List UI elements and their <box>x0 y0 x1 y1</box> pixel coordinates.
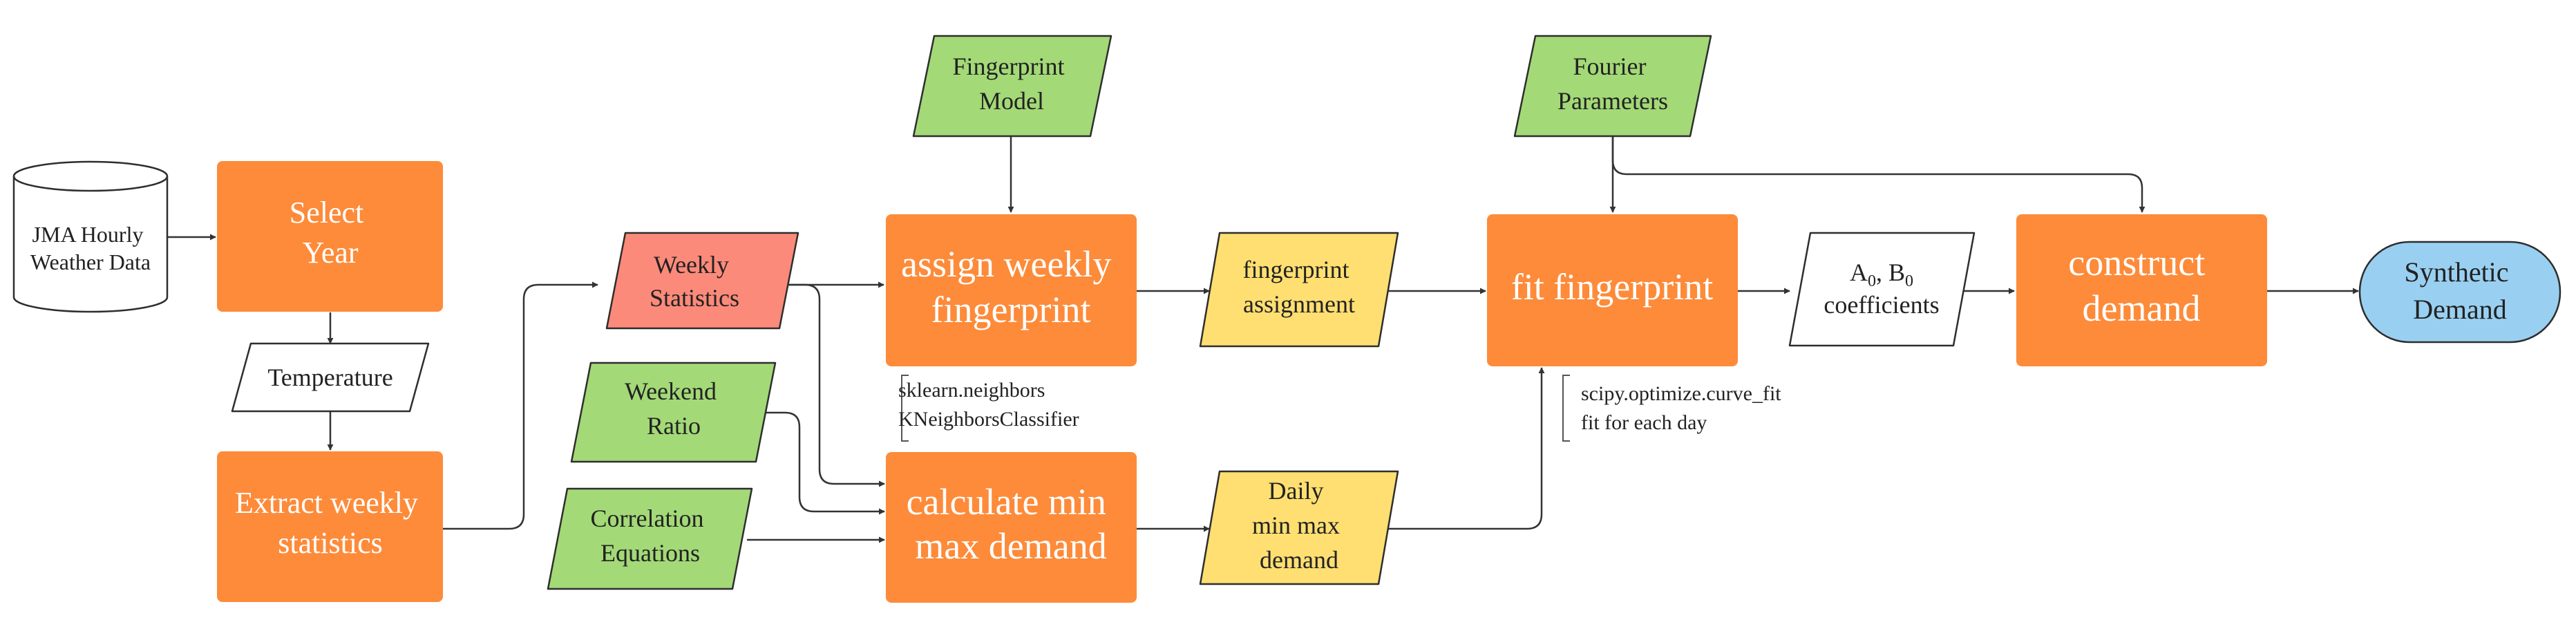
process-box <box>217 451 443 602</box>
data-shape <box>1199 470 1399 585</box>
coefficients-node: A0, B0 coefficients <box>1788 232 1976 347</box>
temperature-node: Temperature <box>231 342 430 413</box>
data-shape <box>570 361 777 463</box>
data-shape <box>231 342 430 413</box>
fourier-parameters-node: Fourier Parameters <box>1513 35 1712 138</box>
weekly-statistics-node: Weekly Statistics <box>605 232 799 330</box>
database-top-rim <box>12 176 169 192</box>
jma-weather-node: JMA Hourly Weather Data <box>12 160 169 313</box>
edge-weekend-ratio-to-calc <box>761 411 885 515</box>
coefficient-a-symbol: A <box>1850 259 1868 286</box>
select-year-node: Select Year <box>217 161 443 312</box>
daily-min-max-label: Daily min max demand <box>1252 477 1346 574</box>
process-box <box>1487 214 1738 366</box>
edge-extract-to-weekly-stats <box>443 281 598 530</box>
daily-min-max-node: Daily min max demand <box>1199 470 1399 585</box>
synthetic-demand-label: Synthetic Demand <box>2404 256 2515 325</box>
fingerprint-model-node: Fingerprint Model <box>912 35 1112 138</box>
process-box <box>886 452 1137 603</box>
assign-fingerprint-node: assign weekly fingerprint <box>886 214 1137 366</box>
coefficients-label-line2: coefficients <box>1824 291 1939 319</box>
temperature-label: Temperature <box>267 364 392 391</box>
data-shape <box>912 35 1112 138</box>
construct-demand-node: construct demand <box>2016 214 2267 366</box>
annotation-bracket <box>901 375 909 442</box>
annotation-bracket <box>1562 375 1570 442</box>
jma-weather-label: JMA Hourly Weather Data <box>30 222 151 274</box>
scipy-annotation: scipy.optimize.curve_fit fit for each da… <box>1562 375 1786 442</box>
fingerprint-assignment-label: fingerprint assignment <box>1243 256 1356 318</box>
calc-min-max-node: calculate min max demand <box>886 452 1137 603</box>
edge-daily-to-fit <box>1383 367 1545 530</box>
coefficient-b-subscript: 0 <box>1905 272 1913 290</box>
database-shape <box>12 160 169 313</box>
calc-min-max-label: calculate min max demand <box>907 481 1116 567</box>
select-year-label: Select Year <box>290 196 372 270</box>
construct-demand-label: construct demand <box>2068 242 2214 329</box>
sklearn-label: sklearn.neighbors KNeighborsClassifier <box>898 379 1079 431</box>
edge-fourier-to-construct <box>1611 137 2146 213</box>
weekend-ratio-node: Weekend Ratio <box>570 361 777 463</box>
fourier-parameters-label: Fourier Parameters <box>1557 53 1668 115</box>
correlation-equations-node: Correlation Equations <box>547 487 753 590</box>
assign-fingerprint-label: assign weekly fingerprint <box>901 243 1121 330</box>
terminal-shape <box>2358 241 2561 344</box>
process-box <box>886 214 1137 366</box>
process-box <box>217 161 443 312</box>
data-shape <box>1788 232 1976 347</box>
weekly-statistics-label: Weekly Statistics <box>650 251 739 312</box>
coefficient-a-subscript: 0 <box>1868 272 1876 290</box>
data-shape <box>1199 232 1399 348</box>
fingerprint-model-label: Fingerprint Model <box>953 53 1071 115</box>
data-shape <box>547 487 753 590</box>
fit-fingerprint-node: fit fingerprint <box>1487 214 1738 366</box>
extract-weekly-label: Extract weekly statistics <box>235 486 426 560</box>
edge-weekly-stats-to-calc <box>781 283 885 487</box>
fingerprint-assignment-node: fingerprint assignment <box>1199 232 1399 348</box>
process-box <box>2016 214 2267 366</box>
sklearn-annotation: sklearn.neighbors KNeighborsClassifier <box>898 375 1079 442</box>
fit-fingerprint-label: fit fingerprint <box>1511 266 1713 308</box>
data-shape <box>605 232 799 330</box>
coefficient-separator: , B <box>1876 259 1905 286</box>
extract-weekly-node: Extract weekly statistics <box>217 451 443 602</box>
data-shape <box>1513 35 1712 138</box>
weekend-ratio-label: Weekend Ratio <box>625 377 723 440</box>
correlation-equations-label: Correlation Equations <box>591 505 710 567</box>
synthetic-demand-node: Synthetic Demand <box>2358 241 2561 344</box>
edges <box>168 137 2359 543</box>
scipy-label: scipy.optimize.curve_fit fit for each da… <box>1581 382 1786 434</box>
coefficients-label-line1: A0, B0 <box>1850 259 1913 290</box>
